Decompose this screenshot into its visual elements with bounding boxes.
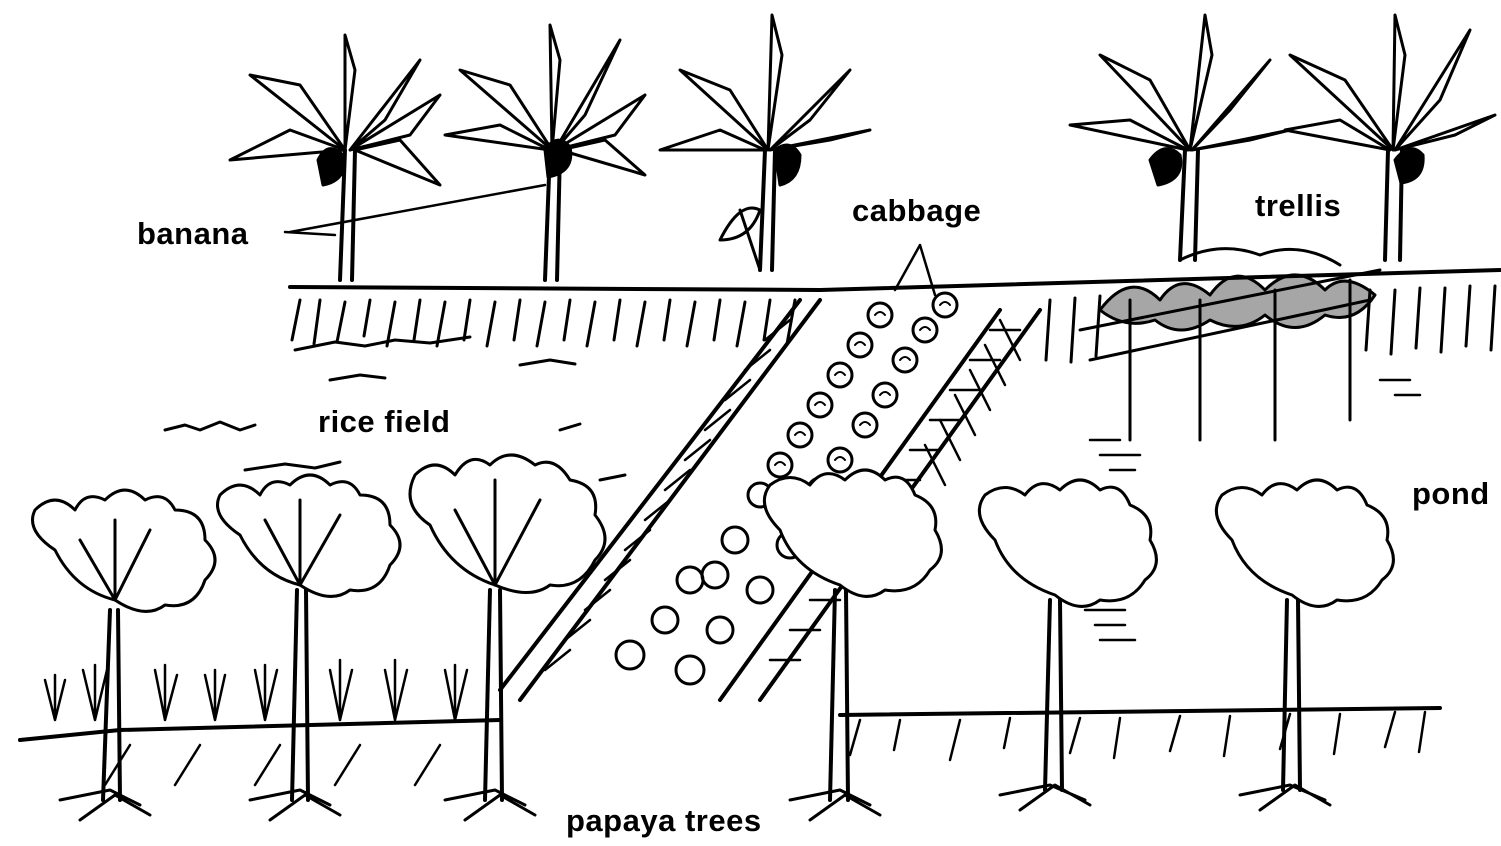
- rice-field-label: rice field: [318, 406, 451, 437]
- trellis-structure: [1080, 249, 1380, 440]
- banana-label: banana: [137, 218, 249, 249]
- papaya-tree: [410, 455, 605, 820]
- banana-tree: [660, 15, 870, 270]
- papaya-trees-label: papaya trees: [566, 805, 762, 836]
- banana-tree: [1285, 15, 1495, 260]
- trellis-label: trellis: [1255, 190, 1341, 221]
- papaya-tree: [33, 490, 216, 820]
- banana-tree: [445, 25, 645, 280]
- lower-ground-hatch: [105, 712, 1425, 785]
- papaya-tree: [979, 480, 1156, 810]
- papaya-tree: [1216, 480, 1393, 810]
- cabbage-label: cabbage: [852, 195, 981, 226]
- papaya-tree: [218, 475, 401, 820]
- banana-tree: [1070, 15, 1290, 260]
- papaya-tree: [764, 470, 941, 820]
- banana-pointer: [285, 185, 545, 235]
- pond-label: pond: [1412, 478, 1490, 509]
- banana-tree: [230, 35, 440, 280]
